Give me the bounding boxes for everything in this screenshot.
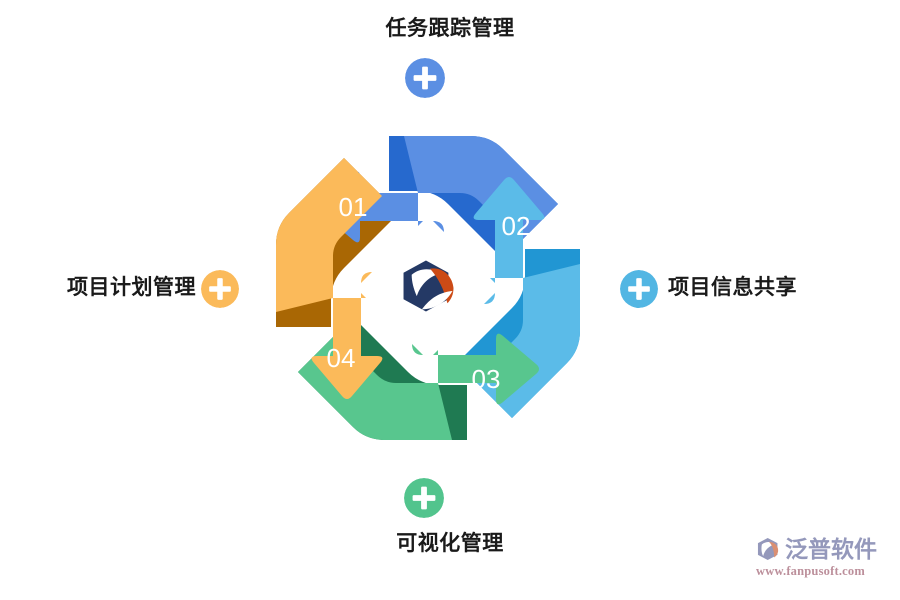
label-group-left: 项目计划管理 — [0, 277, 196, 299]
plus-badge-right-wrapper[interactable] — [620, 270, 658, 308]
center-logo — [403, 260, 454, 312]
label-group-bottom: 可视化管理 — [0, 533, 900, 555]
label-group-right: 项目信息共享 — [668, 277, 797, 299]
plus-badge-left-wrapper[interactable] — [201, 270, 239, 308]
watermark: 泛普软件 www.fanpusoft.com — [756, 536, 888, 590]
segment-number-03: 03 — [472, 364, 501, 394]
segment-label-info-sharing: 项目信息共享 — [668, 276, 797, 299]
segment-number-02: 02 — [502, 211, 531, 241]
segment-number-01: 01 — [339, 192, 368, 222]
fanpu-logo-icon — [757, 537, 779, 561]
segment-label-visual-management: 可视化管理 — [396, 532, 504, 555]
arrow-segment-03[interactable] — [298, 324, 539, 440]
plus-badge-top-wrapper[interactable] — [405, 58, 445, 98]
arrow-segment-01[interactable] — [317, 136, 558, 252]
plus-badge-bottom-wrapper[interactable] — [404, 478, 444, 518]
label-group-top: 任务跟踪管理 — [0, 18, 900, 40]
watermark-url-text: www.fanpusoft.com — [756, 564, 865, 578]
plus-icon-top[interactable] — [405, 58, 445, 98]
watermark-brand-row: 泛普软件 — [756, 536, 888, 562]
plus-icon-left[interactable] — [201, 270, 239, 308]
arrow-segment-04[interactable] — [276, 158, 392, 399]
segment-label-task-tracking: 任务跟踪管理 — [385, 17, 515, 40]
cycle-arrow-diagram: 01 02 03 04 — [276, 136, 580, 440]
plus-icon-right[interactable] — [620, 270, 658, 308]
arrow-segment-02[interactable] — [464, 177, 580, 418]
watermark-brand-text: 泛普软件 — [785, 535, 877, 562]
plus-icon-bottom[interactable] — [404, 478, 444, 518]
segment-label-project-plan: 项目计划管理 — [67, 276, 196, 299]
segment-number-04: 04 — [327, 343, 356, 373]
